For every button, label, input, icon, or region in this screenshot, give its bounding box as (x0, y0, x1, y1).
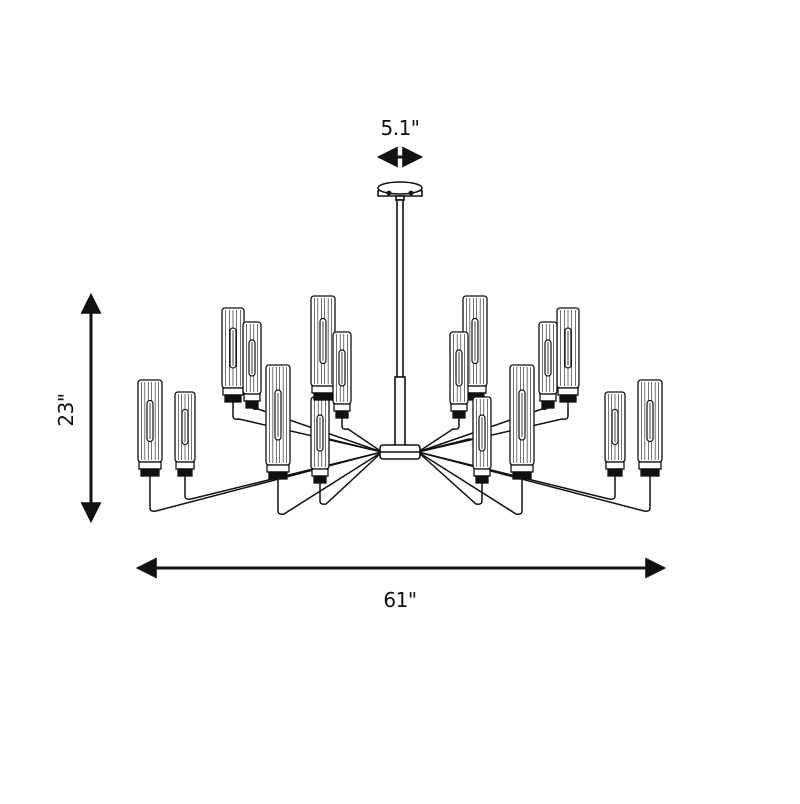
canopy-width-label: 5.1" (380, 116, 420, 140)
candle-arm (341, 418, 383, 453)
candle (332, 331, 352, 419)
canopy (377, 181, 423, 201)
candle-arm (417, 451, 523, 515)
candle (449, 331, 469, 419)
candle (509, 364, 535, 480)
candle-arm (232, 402, 383, 453)
candle (221, 307, 245, 403)
candle-arm (149, 451, 383, 512)
candle (538, 321, 558, 409)
candle-arm (277, 451, 383, 515)
candle-arm (417, 451, 616, 500)
candle-arm (417, 451, 651, 512)
center-hub (379, 444, 421, 460)
candle (137, 379, 163, 477)
candle-arm (319, 451, 383, 505)
width-label: 61" (383, 588, 417, 612)
candle (637, 379, 663, 477)
candle (556, 307, 580, 403)
candle (310, 396, 330, 484)
candle (242, 321, 262, 409)
candle-arm (417, 402, 569, 453)
candle (472, 396, 492, 484)
candle-arm (184, 451, 383, 500)
candle-lights (137, 295, 663, 484)
candle (604, 391, 626, 477)
candle (265, 364, 291, 480)
stem-rod (394, 199, 406, 448)
candle-arm (417, 451, 483, 505)
candle-arm (322, 400, 383, 453)
height-label: 23" (54, 393, 78, 427)
candle (310, 295, 336, 401)
candle-arm (417, 418, 460, 453)
candle (174, 391, 196, 477)
